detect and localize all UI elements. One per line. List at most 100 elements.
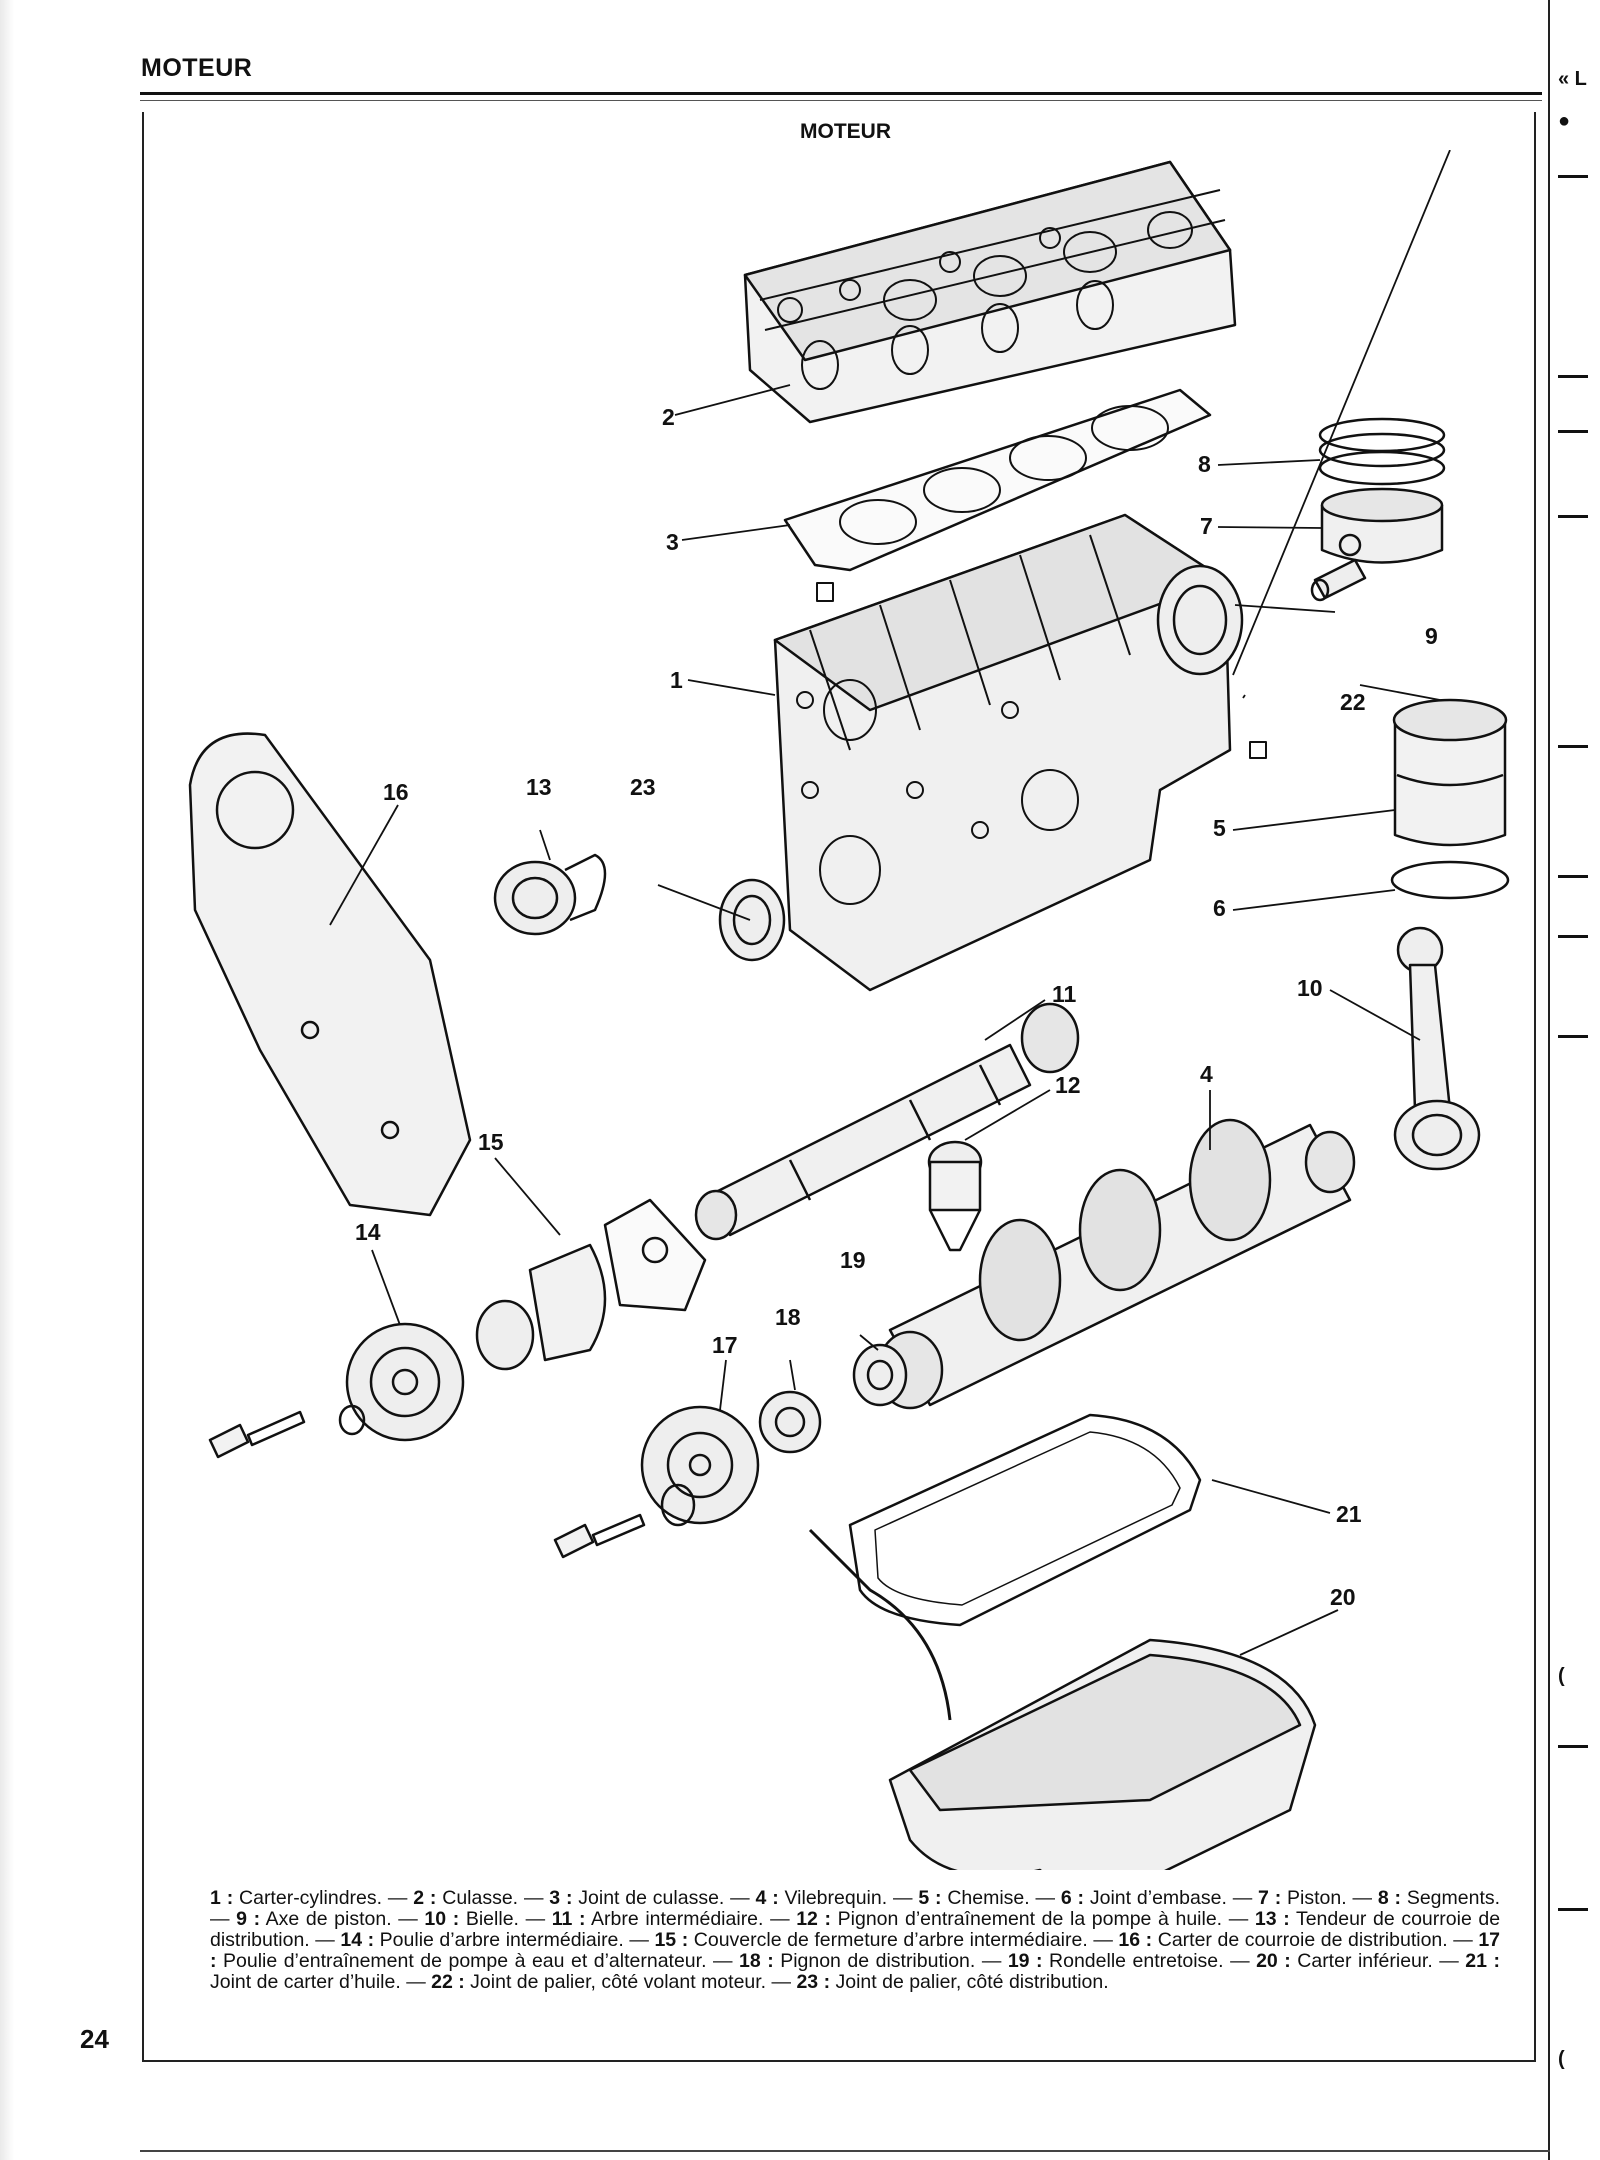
caption-item: 16 : Carter de courroie de distribution. bbox=[1118, 1929, 1447, 1951]
caption-item: 3 : Joint de culasse. bbox=[549, 1887, 724, 1909]
figure-frame bbox=[142, 112, 1536, 2062]
caption-item-number: 13 bbox=[1254, 1908, 1277, 1930]
caption-separator: — bbox=[315, 1929, 335, 1951]
caption-item: 6 : Joint d’embase. bbox=[1061, 1887, 1227, 1909]
dash-mark bbox=[1558, 745, 1588, 748]
rear-seal-part bbox=[1156, 564, 1244, 676]
caption-item-number: 5 bbox=[918, 1887, 930, 1909]
caption-item-number: 15 bbox=[654, 1929, 677, 1951]
caption-item-text: Bielle. bbox=[465, 1908, 519, 1930]
caption-item-number: 23 bbox=[796, 1971, 819, 1993]
timing-cover-part bbox=[188, 732, 472, 1217]
label-4: 4 bbox=[1200, 1061, 1213, 1087]
label-8: 8 bbox=[1198, 451, 1211, 477]
caption-separator: — bbox=[712, 1950, 733, 1972]
caption-item: 22 : Joint de palier, côté volant moteur… bbox=[431, 1971, 766, 1993]
shaft-pulley-part bbox=[345, 1322, 465, 1442]
diagram-svg: 2 3 1 8 7 9 22 5 6 10 11 12 4 23 13 16 1… bbox=[188, 150, 1510, 1870]
caption-item: 1 : Carter-cylindres. bbox=[210, 1887, 382, 1909]
caption-item-number: 9 bbox=[236, 1908, 247, 1930]
caption-item-number: 6 bbox=[1060, 1887, 1072, 1909]
caption-item-text: Tendeur de courroie de distribution. bbox=[210, 1908, 1501, 1951]
caption-colon: : bbox=[458, 1971, 465, 1993]
label-20: 20 bbox=[1330, 1584, 1356, 1610]
caption-colon: : bbox=[1284, 1950, 1291, 1972]
water-pump-pulley-part bbox=[640, 1405, 760, 1525]
caption-colon: : bbox=[578, 1908, 586, 1930]
caption-colon: : bbox=[767, 1950, 774, 1972]
oil-pump-gear-part bbox=[927, 1140, 983, 1252]
caption-separator: — bbox=[387, 1887, 408, 1909]
caption-item: 10 : Bielle. bbox=[424, 1908, 519, 1930]
bolt-part bbox=[208, 1404, 366, 1459]
caption-separator: — bbox=[1439, 1950, 1459, 1972]
caption-item: 8 : Segments. bbox=[1378, 1887, 1500, 1909]
caption-item-number: 20 bbox=[1256, 1950, 1278, 1972]
dash-mark bbox=[1558, 430, 1588, 433]
caption-item-text: Vilebrequin. bbox=[784, 1887, 888, 1909]
label-5: 5 bbox=[1213, 815, 1226, 841]
label-16: 16 bbox=[383, 779, 409, 805]
header-rule bbox=[140, 92, 1542, 95]
dash-mark bbox=[1558, 935, 1588, 938]
label-2: 2 bbox=[662, 404, 675, 430]
caption-item: 20 : Carter inférieur. bbox=[1256, 1950, 1433, 1972]
caption-item-number: 17 bbox=[1478, 1929, 1501, 1951]
head-gasket-part bbox=[783, 388, 1212, 572]
caption-colon: : bbox=[1145, 1929, 1153, 1951]
front-seal-part bbox=[718, 878, 786, 962]
belt-tensioner-part bbox=[493, 853, 607, 936]
caption-item-number: 7 bbox=[1258, 1887, 1269, 1909]
caption-separator: — bbox=[525, 1908, 546, 1930]
bullet-icon: ● bbox=[1558, 110, 1571, 132]
caption-item-text: Pignon de distribution. bbox=[780, 1950, 976, 1972]
adjacent-page-fragment: « L bbox=[1558, 68, 1587, 90]
caption-colon: : bbox=[823, 1971, 831, 1993]
caption-item-text: Poulie d’arbre intermédiaire. bbox=[379, 1929, 624, 1951]
caption-item: 11 : Arbre intermédiaire. bbox=[552, 1908, 764, 1930]
caption-separator: — bbox=[771, 1971, 792, 1993]
caption-item-text: Rondelle entretoise. bbox=[1049, 1950, 1224, 1972]
piston-part bbox=[1320, 487, 1444, 564]
caption-item-number: 14 bbox=[340, 1929, 363, 1951]
caption-item-number: 16 bbox=[1118, 1929, 1141, 1951]
caption-colon: : bbox=[1394, 1887, 1402, 1909]
caption-item-number: 19 bbox=[1007, 1950, 1030, 1972]
label-7: 7 bbox=[1200, 513, 1213, 539]
label-1: 1 bbox=[670, 667, 683, 693]
caption-item: 2 : Culasse. bbox=[413, 1887, 518, 1909]
caption-item-text: Carter inférieur. bbox=[1297, 1950, 1433, 1972]
caption-item-number: 2 bbox=[413, 1887, 425, 1909]
caption-item: 15 : Couvercle de fermeture d’arbre inte… bbox=[654, 1929, 1087, 1951]
bottom-rule bbox=[140, 2150, 1550, 2152]
page-number: 24 bbox=[80, 2024, 109, 2054]
figure-title: MOTEUR bbox=[800, 120, 891, 143]
caption-item-text: Joint d’embase. bbox=[1089, 1887, 1227, 1909]
oil-pan-gasket-part bbox=[848, 1413, 1202, 1627]
caption-colon: : bbox=[452, 1908, 460, 1930]
caption-item-number: 4 bbox=[755, 1887, 767, 1909]
caption-separator: — bbox=[981, 1950, 1002, 1972]
caption-item-text: Couvercle de fermeture d’arbre intermédi… bbox=[693, 1929, 1088, 1951]
adjacent-page-fragment: ( bbox=[1558, 1665, 1565, 1687]
dowel-part bbox=[1249, 741, 1267, 759]
piston-pin-part bbox=[1310, 558, 1367, 602]
caption-item-text: Piston. bbox=[1287, 1887, 1347, 1909]
dash-mark bbox=[1558, 1745, 1588, 1748]
header-rule-thin bbox=[140, 100, 1542, 101]
piston-rings-part bbox=[1318, 417, 1446, 486]
label-22: 22 bbox=[1340, 689, 1366, 715]
caption-separator: — bbox=[1232, 1887, 1253, 1909]
caption-colon: : bbox=[253, 1908, 261, 1930]
cylinder-block-part bbox=[773, 513, 1232, 992]
dowel-part bbox=[816, 582, 834, 602]
shaft-seal-part bbox=[475, 1299, 535, 1371]
caption-item-text: Culasse. bbox=[442, 1887, 519, 1909]
engine-exploded-diagram: 2 3 1 8 7 9 22 5 6 10 11 12 4 23 13 16 1… bbox=[150, 150, 1530, 1870]
caption-item: 9 : Axe de piston. bbox=[236, 1908, 392, 1930]
caption-item-text: Segments. bbox=[1406, 1887, 1501, 1909]
caption-item-text: Poulie d’entraînement de pompe à eau et … bbox=[223, 1950, 707, 1972]
label-14: 14 bbox=[355, 1219, 381, 1245]
caption-item: 23 : Joint de palier, côté distribution. bbox=[796, 1971, 1108, 1993]
caption-item-text: Joint de carter d’huile. bbox=[210, 1971, 401, 1993]
